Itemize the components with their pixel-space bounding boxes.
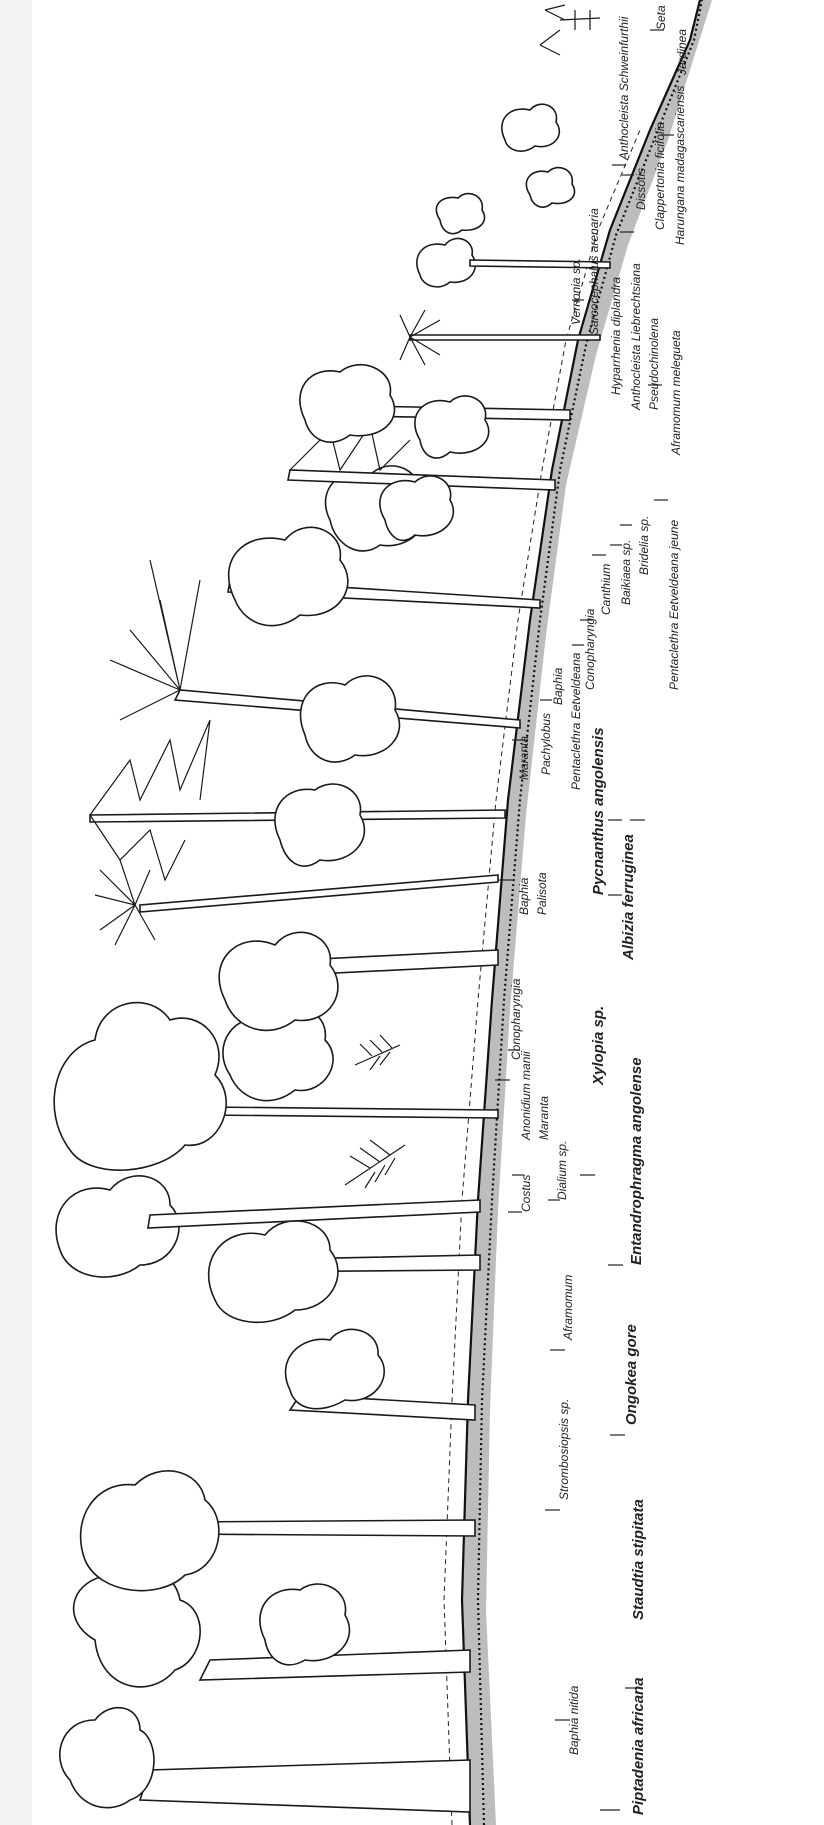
label-piptadenia: Piptadenia africana [630,1677,647,1815]
label-anonidium: Anonidium manii [519,1051,533,1141]
label-dialium: Dialium sp. [555,1141,569,1200]
label-costus: Costus [519,1175,533,1212]
label-hyparrhenia: Hyparrhenia diplandra [609,277,623,395]
label-clappertonia: Clappertonia ficifolia [653,122,667,230]
label-vernonia: Vernonia sp. [569,258,583,325]
scan-margin [0,0,32,1825]
label-baphia-1: Baphia [517,877,531,915]
label-baphia-2: Baphia [551,667,565,705]
label-baphia-nitida: Baphia nitida [567,1685,581,1755]
label-strombosiopsis: Strombosiopsis sp. [557,1399,571,1500]
label-ongokea: Ongokea gore [623,1324,640,1425]
label-xylopia: Xylopia sp. [590,1006,607,1086]
label-pycnanthus: Pycnanthus angolensis [590,727,607,895]
label-jardinea: Jardinea [675,29,689,76]
label-conopharyngia-2: Conopharyngia [583,608,597,690]
label-canthium: Canthium [599,564,613,615]
label-pseudochinolena: Pseudochinolena [647,318,661,410]
label-anthocleista-1: Anthocleista Liebrechtsiana [629,263,643,411]
label-pachylobus: Pachylobus [539,713,553,775]
label-maranta-1: Maranta [537,1096,551,1140]
label-maranta-2: Maranta [517,736,531,780]
label-albizia: Albizia ferruginea [620,834,637,961]
label-bridelia: Bridelia sp. [637,516,651,575]
label-palisota: Palisota [535,872,549,915]
label-staudtia: Staudtia stipitata [630,1499,647,1620]
label-conopharyngia-1: Conopharyngia [509,978,523,1060]
label-baikiaea: Baikiaea sp. [619,540,633,605]
label-sarcocephalus: Sarcocephalus arenaria [587,208,601,335]
label-harungana: Harungana madagascariensis [673,86,687,245]
label-setaria: Seta [654,5,668,30]
label-aframomum-1: Aframomum [561,1275,575,1341]
label-pentaclethra-1: Pentaclethra Eetveldeana [569,652,583,790]
label-anthocleista-2: Anthocleista Schweinfurthii [617,16,631,161]
label-dissotis: Dissotis [634,168,648,210]
label-entandrophragma: Entandrophragma angolense [628,1057,645,1265]
label-aframomum-2: Aframomum melegueta [669,330,683,456]
label-pentaclethra-2: Pentaclethra Eetveldeana jeune [667,520,681,690]
